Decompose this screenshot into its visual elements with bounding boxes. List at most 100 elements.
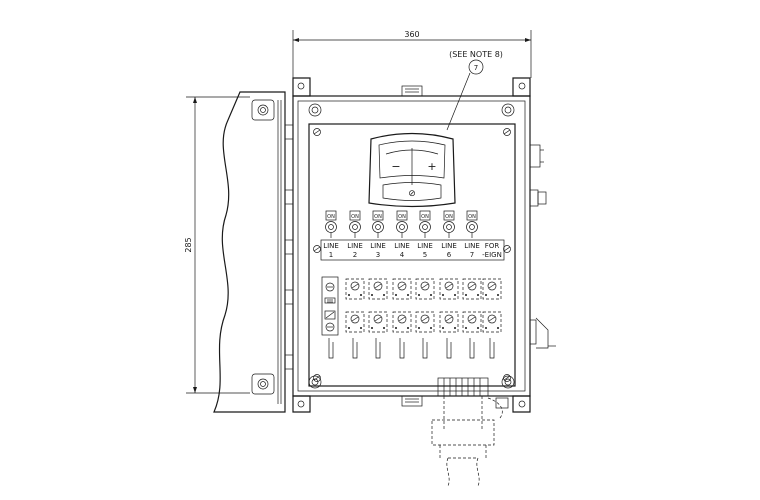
line-6-label-bottom: 6 <box>447 251 452 259</box>
terminal-5-upper <box>439 278 459 300</box>
hinges <box>284 124 294 370</box>
switch-row: ON ON ON ON ON <box>325 210 478 238</box>
line-7-label-bottom: 7 <box>470 251 474 259</box>
cable-gland <box>431 377 509 487</box>
terminal-4-upper-pin-left <box>418 294 420 296</box>
terminal-3-lower-pin-left <box>395 327 397 329</box>
terminal-1-lower-pin-left <box>348 327 350 329</box>
switch-7[interactable]: ON <box>466 210 478 238</box>
terminal-3-lower-pin-right <box>407 327 409 329</box>
fuse-link-8 <box>489 338 495 359</box>
terminal-6-lower-pin-right <box>477 327 479 329</box>
switch-7-label: ON <box>468 214 476 220</box>
width-dimension-label: 360 <box>404 30 419 39</box>
meter-zero-adjust: ⊘ <box>408 189 416 199</box>
terminal-5-upper-screw <box>444 281 454 291</box>
terminal-2-lower-pin-right <box>383 327 385 329</box>
line-label-strip: LINE 1 LINE 2 LINE 3 LINE 4 LINE 5 LINE … <box>320 239 505 261</box>
terminal-1-lower-screw <box>350 314 360 324</box>
ground-terminal-column <box>321 276 339 336</box>
fuse-link-6 <box>446 338 452 359</box>
terminal-3-lower <box>392 311 412 333</box>
line-7-label-top: LINE <box>464 242 480 250</box>
terminal-6-lower-slot <box>468 316 476 322</box>
switch-6[interactable]: ON <box>443 210 455 238</box>
terminal-2-upper-slot <box>374 283 382 289</box>
terminal-7-lower-slot <box>488 316 496 322</box>
terminal-5-upper-slot <box>445 283 453 289</box>
terminal-3-upper-screw <box>397 281 407 291</box>
switch-2-label: ON <box>351 214 359 220</box>
note-label: (SEE NOTE 8) <box>449 50 503 59</box>
line-1-label-top: LINE <box>323 242 339 250</box>
switch-2[interactable]: ON <box>349 210 361 238</box>
terminal-2-lower-screw <box>373 314 383 324</box>
switch-4[interactable]: ON <box>396 210 408 238</box>
line-3-label-bottom: 3 <box>376 251 380 259</box>
terminal-4-upper-screw <box>420 281 430 291</box>
terminal-7-upper-pin-left <box>485 294 487 296</box>
switch-5[interactable]: ON <box>419 210 431 238</box>
terminal-2-upper-screw <box>373 281 383 291</box>
terminal-5-lower-pin-right <box>454 327 456 329</box>
terminal-1-lower-pin-right <box>360 327 362 329</box>
right-fittings <box>529 144 556 349</box>
terminal-4-lower-slot <box>421 316 429 322</box>
line-2-label-bottom: 2 <box>353 251 357 259</box>
fuse-link-2 <box>352 338 358 359</box>
meter-minus-label: − <box>391 160 400 173</box>
switch-1[interactable]: ON <box>325 210 337 238</box>
enclosure-body <box>292 77 531 413</box>
terminal-6-lower-screw <box>467 314 477 324</box>
meter: − + ⊘ <box>368 132 456 208</box>
terminal-7-upper <box>482 278 502 300</box>
terminal-7-lower-pin-left <box>485 327 487 329</box>
terminal-4-lower <box>415 311 435 333</box>
terminal-6-upper-screw <box>467 281 477 291</box>
line-4-label-top: LINE <box>394 242 410 250</box>
terminal-2-lower-slot <box>374 316 382 322</box>
terminal-1-upper-pin-right <box>360 294 362 296</box>
terminal-6-upper-pin-right <box>477 294 479 296</box>
terminal-6-lower-pin-left <box>465 327 467 329</box>
terminal-1-upper <box>345 278 365 300</box>
line-3-label-top: LINE <box>370 242 386 250</box>
foreign-label-bottom: -EIGN <box>482 251 502 259</box>
terminal-4-lower-pin-left <box>418 327 420 329</box>
line-5-label-bottom: 5 <box>423 251 427 259</box>
terminal-7-upper-screw <box>487 281 497 291</box>
fuse-link-5 <box>422 338 428 359</box>
terminal-6-upper-pin-left <box>465 294 467 296</box>
terminal-3-upper <box>392 278 412 300</box>
terminal-6-upper-slot <box>468 283 476 289</box>
switch-4-label: ON <box>398 214 406 220</box>
fuse-link-3 <box>375 338 381 359</box>
switch-1-label: ON <box>327 214 335 220</box>
terminal-2-lower <box>368 311 388 333</box>
fuse-link-4 <box>399 338 405 359</box>
terminal-5-lower <box>439 311 459 333</box>
terminal-7-lower <box>482 311 502 333</box>
switch-3[interactable]: ON <box>372 210 384 238</box>
terminal-5-lower-screw <box>444 314 454 324</box>
callout-bubble: 7 <box>446 59 484 131</box>
callout-number: 7 <box>474 64 478 72</box>
terminal-5-upper-pin-left <box>442 294 444 296</box>
terminal-5-lower-pin-left <box>442 327 444 329</box>
terminal-1-upper-screw <box>350 281 360 291</box>
terminal-3-upper-slot <box>398 283 406 289</box>
terminal-4-lower-screw <box>420 314 430 324</box>
terminal-2-upper-pin-left <box>371 294 373 296</box>
terminal-7-lower-screw <box>487 314 497 324</box>
fuse-link-7 <box>469 338 475 359</box>
switch-3-label: ON <box>374 214 382 220</box>
terminal-blocks <box>328 278 502 359</box>
terminal-4-lower-pin-right <box>430 327 432 329</box>
terminal-2-upper <box>368 278 388 300</box>
terminal-5-upper-pin-right <box>454 294 456 296</box>
foreign-label-top: FOR <box>485 242 500 250</box>
terminal-3-lower-slot <box>398 316 406 322</box>
terminal-2-upper-pin-right <box>383 294 385 296</box>
fuse-link-1 <box>328 338 334 359</box>
